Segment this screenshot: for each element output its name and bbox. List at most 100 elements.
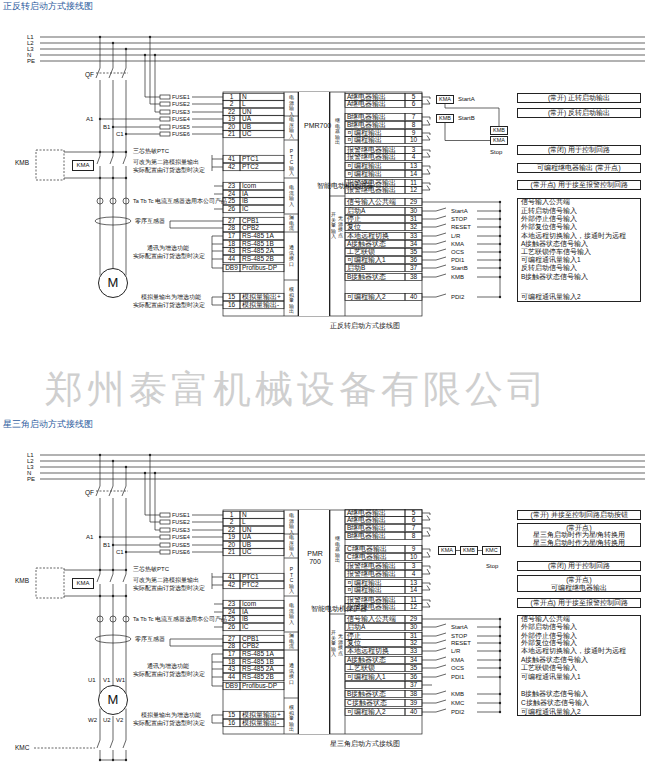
group-label: 开关量输入 <box>331 212 336 240</box>
cell-border <box>345 215 405 222</box>
wire <box>436 208 446 211</box>
wire <box>214 194 223 195</box>
node-text: 可编程继电器输出 <box>551 584 607 591</box>
cell-border <box>223 665 240 672</box>
wire <box>436 265 446 268</box>
terminal-name: IC <box>242 623 249 630</box>
wire <box>284 232 298 233</box>
terminal-name: CPB2 <box>242 224 259 231</box>
wire <box>34 748 95 749</box>
cell-border <box>345 615 405 622</box>
node-text: 外部复位信号输入 <box>521 223 577 230</box>
wire <box>150 455 151 522</box>
wire <box>477 660 500 661</box>
terminal-number: 10 <box>405 553 422 560</box>
note-box: (常开点)可编程继电器输出 <box>517 575 641 592</box>
cell-border <box>345 586 405 593</box>
terminal-number: 12 <box>405 603 422 610</box>
terminal-number: 28 <box>223 224 240 231</box>
wire <box>40 467 645 468</box>
relay-coil: KMA <box>436 95 454 104</box>
wire <box>330 614 345 615</box>
fuse-label: FUSE5 <box>172 124 190 130</box>
breaker-name: QF <box>85 489 94 496</box>
wire <box>422 183 430 184</box>
wire <box>212 167 223 168</box>
group-label: PTC输入 <box>289 149 294 177</box>
switch-label: KMA <box>451 241 464 248</box>
terminal-number: 40 <box>405 293 422 300</box>
wire <box>436 633 446 636</box>
group-label: 漏电流 <box>289 215 294 232</box>
wire <box>477 252 500 253</box>
terminal-number: 27 <box>223 635 240 642</box>
terminal-number: 37 <box>405 681 422 688</box>
wire <box>145 55 146 97</box>
cell-border <box>345 596 405 603</box>
terminal-name: C继电器输出 <box>347 545 387 552</box>
cell-border <box>160 110 170 114</box>
group-label: 电源输入 <box>289 95 294 117</box>
fuse-label: FUSE4 <box>172 116 190 122</box>
wire <box>212 669 223 670</box>
group-label: 漏电流 <box>289 633 294 650</box>
wire <box>212 654 223 655</box>
wire <box>422 97 430 98</box>
wire <box>422 636 436 637</box>
terminal-name: UC <box>242 130 251 137</box>
terminal-name: 停止 <box>347 632 361 639</box>
cell-border <box>240 197 284 204</box>
terminal-number: 43 <box>223 665 240 672</box>
cell-border <box>405 623 422 630</box>
junction-dot <box>99 569 101 571</box>
motor-symbol: M <box>98 685 128 715</box>
node-text: (常开) 并接至控制回路启动按钮 <box>530 511 627 518</box>
switch-label: L/R <box>451 233 460 240</box>
cell-border <box>345 623 405 630</box>
cell-border <box>240 255 284 262</box>
wire <box>192 127 223 128</box>
cell-border <box>223 93 240 100</box>
wire <box>170 221 171 228</box>
wire <box>170 646 223 647</box>
cell-border <box>405 673 422 680</box>
terminal-name: UB <box>242 123 251 130</box>
terminal-name: 模拟量输出+ <box>242 293 281 300</box>
group-label: 继电器输出 <box>335 536 340 564</box>
terminal-number: 1 <box>223 511 240 518</box>
cell-border <box>405 699 422 706</box>
terminal-name: 工艺联锁 <box>347 664 375 671</box>
terminal-number: 15 <box>223 711 240 718</box>
contactor-box: KMA <box>72 160 94 171</box>
terminal-name: RS-485 1B <box>242 658 274 665</box>
wire <box>110 740 113 748</box>
terminal-number: 5 <box>405 509 422 516</box>
cell-border <box>345 681 405 688</box>
wire <box>427 169 430 174</box>
contactor-label: KMB <box>15 159 29 166</box>
terminal-number: 35 <box>405 248 422 255</box>
button-label: StartB <box>458 115 475 122</box>
cell-border <box>240 682 284 689</box>
wire <box>40 43 645 44</box>
cell-border <box>405 100 422 107</box>
wire <box>422 557 430 558</box>
note-box: (常开点) 用于接至报警控制回路 <box>517 180 641 190</box>
terminal-name: UB <box>242 541 251 548</box>
wire <box>170 639 223 640</box>
wire <box>422 520 430 521</box>
wire <box>212 268 223 269</box>
terminal-name: RS-485 2A <box>242 665 274 672</box>
cell-border <box>223 711 240 718</box>
contactor-box: KMA <box>72 578 94 589</box>
cell-border <box>405 162 422 169</box>
relay-coil: KMC <box>482 546 501 555</box>
wire <box>422 536 430 537</box>
terminal-number: 3 <box>405 146 422 153</box>
wire <box>500 202 501 297</box>
wire <box>100 166 101 276</box>
wire <box>422 244 436 245</box>
note-text: 模拟量输出为增选功能 <box>141 294 201 301</box>
cell-border <box>345 129 405 136</box>
terminal-name: 本地远程切换 <box>347 232 389 239</box>
